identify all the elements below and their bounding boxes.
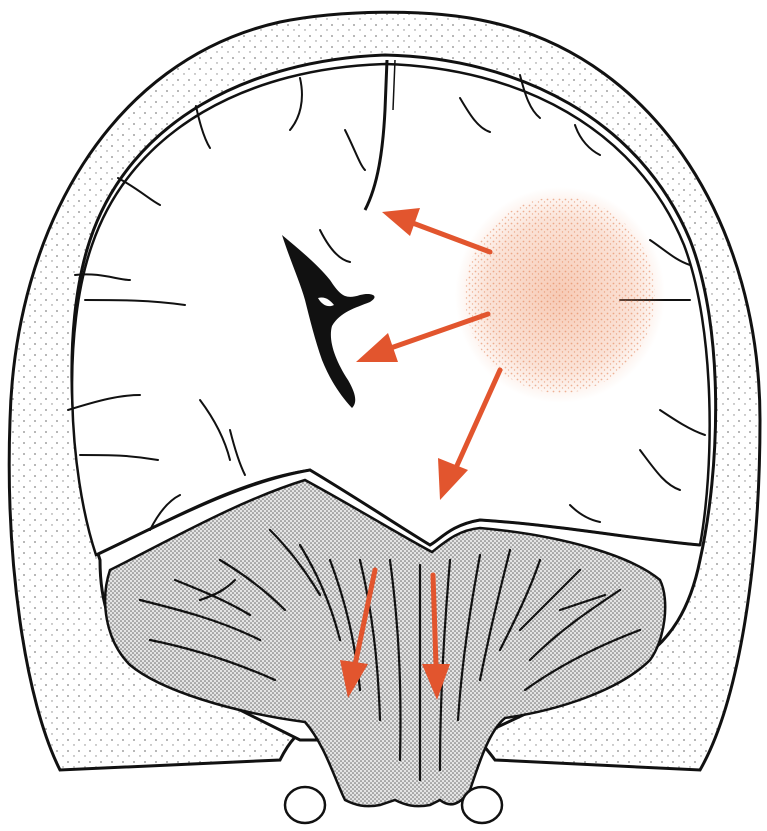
condyle-right [462,787,502,823]
expanding-mass-icon [455,187,665,403]
condyle-left [285,787,325,823]
